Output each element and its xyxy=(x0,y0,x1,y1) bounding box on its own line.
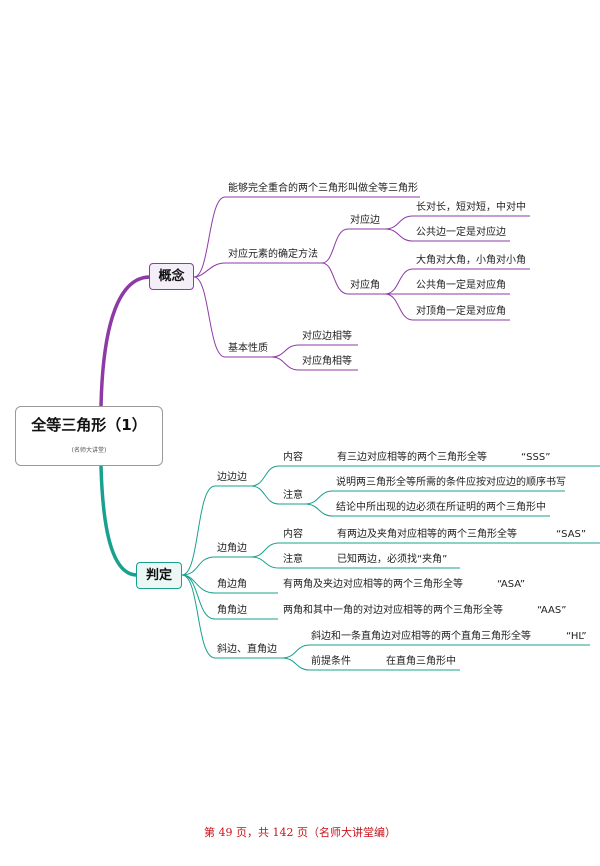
method-side-label: 对应边 xyxy=(350,215,380,226)
sas-content: 有两边及夹角对应相等的两个三角形全等 xyxy=(337,529,517,540)
branch-concept: 概念 xyxy=(149,263,194,290)
aas-code: “AAS” xyxy=(537,605,567,616)
sas-label: 边角边 xyxy=(217,543,247,554)
sss-note: 说明两三角形全等所需的条件应按对应边的顺序书写 xyxy=(336,477,566,488)
sss-content: 有三边对应相等的两个三角形全等 xyxy=(337,452,487,463)
asa-label: 角边角 xyxy=(217,579,247,590)
page-footer: 第 49 页，共 142 页（名师大讲堂编） xyxy=(204,826,396,839)
sss-code: “SSS” xyxy=(521,452,551,463)
angle-item: 公共角一定是对应角 xyxy=(416,280,506,291)
side-item: 公共边一定是对应边 xyxy=(416,227,506,238)
concept-property-label: 基本性质 xyxy=(228,343,268,354)
connector-root-concept xyxy=(99,275,152,408)
sss-note-label: 注意 xyxy=(283,490,303,501)
angle-item: 大角对大角，小角对小角 xyxy=(416,255,526,266)
hl-content: 斜边和一条直角边对应相等的两个直角三角形全等 xyxy=(311,631,531,642)
sas-note: 已知两边，必须找“夹角” xyxy=(337,554,448,565)
sss-label: 边边边 xyxy=(217,472,247,483)
side-item: 长对长，短对短，中对中 xyxy=(416,202,526,213)
aas-label: 角角边 xyxy=(217,605,247,616)
sss-note: 结论中所出现的边必须在所证明的两个三角形中 xyxy=(336,502,546,513)
sas-content-label: 内容 xyxy=(283,529,303,540)
root-title: 全等三角形（1） xyxy=(31,416,147,434)
method-angle-label: 对应角 xyxy=(350,280,380,291)
root-node: 全等三角形（1） (名师大讲堂) xyxy=(15,406,163,466)
sss-content-label: 内容 xyxy=(283,452,303,463)
hl-code: “HL” xyxy=(566,631,587,642)
connector-root-judge xyxy=(99,464,139,577)
concept-method-label: 对应元素的确定方法 xyxy=(228,249,318,260)
aas-content: 两角和其中一角的对边对应相等的两个三角形全等 xyxy=(283,605,503,616)
branch-judge: 判定 xyxy=(136,562,182,589)
hl-premise-label: 前提条件 xyxy=(311,656,351,667)
sas-code: “SAS” xyxy=(556,529,587,540)
hl-label: 斜边、直角边 xyxy=(217,644,277,655)
property-item: 对应角相等 xyxy=(302,356,352,367)
sas-note-label: 注意 xyxy=(283,554,303,565)
concept-definition: 能够完全重合的两个三角形叫做全等三角形 xyxy=(228,183,418,194)
angle-item: 对顶角一定是对应角 xyxy=(416,306,506,317)
root-subtitle: (名师大讲堂) xyxy=(71,447,107,454)
hl-premise: 在直角三角形中 xyxy=(386,656,456,667)
property-item: 对应边相等 xyxy=(302,331,352,342)
asa-code: “ASA” xyxy=(497,579,526,590)
asa-content: 有两角及夹边对应相等的两个三角形全等 xyxy=(283,579,463,590)
